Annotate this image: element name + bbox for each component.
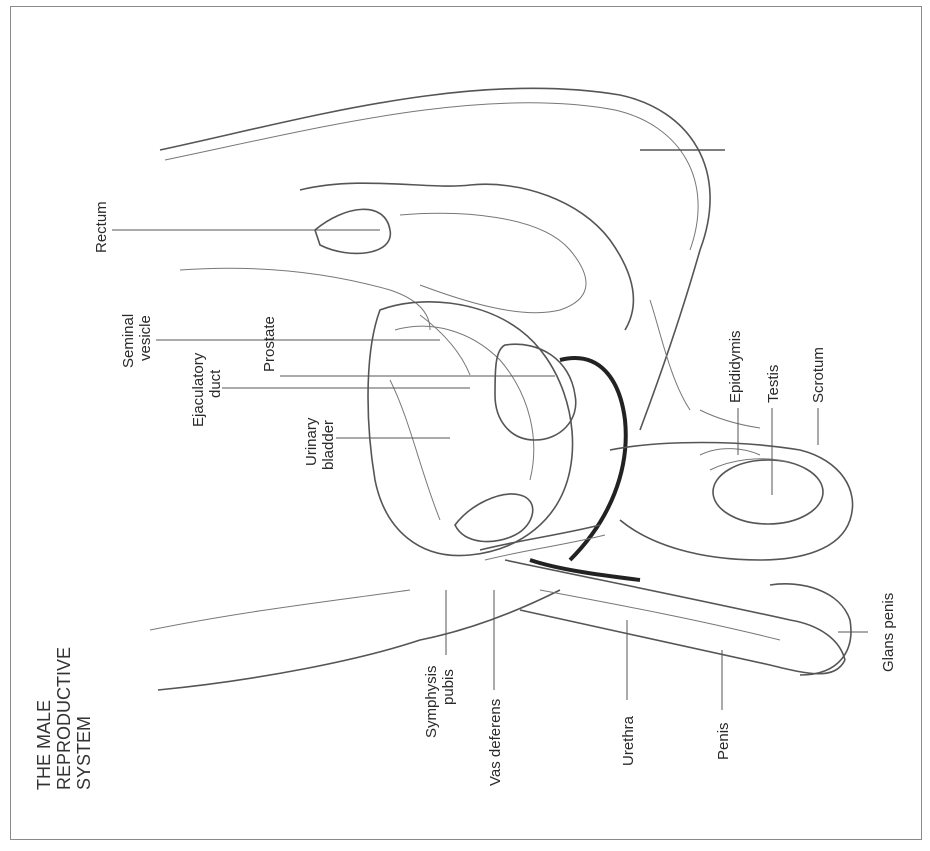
- label-urethra: Urethra: [620, 715, 637, 766]
- title-line-3: SYSTEM: [74, 716, 94, 790]
- labels: Rectum Seminal vesicle Ejaculatory duct …: [93, 201, 897, 786]
- label-prostate: Prostate: [261, 316, 278, 372]
- label-vas-deferens: Vas deferens: [487, 699, 504, 786]
- anatomy-drawing: [150, 88, 853, 690]
- label-rectum: Rectum: [93, 201, 110, 253]
- title-line-2: REPRODUCTIVE: [54, 647, 74, 790]
- label-seminal-vesicle-line2: vesicle: [137, 315, 154, 361]
- title-line-1: THE MALE: [34, 700, 54, 790]
- label-symphysis-pubis-line1: Symphysis: [423, 665, 440, 738]
- title-block: THE MALE REPRODUCTIVE SYSTEM: [34, 647, 94, 790]
- label-epididymis: Epididymis: [727, 330, 744, 403]
- label-penis: Penis: [715, 722, 732, 760]
- label-urinary-bladder-line1: Urinary: [303, 417, 320, 466]
- leader-lines: [112, 230, 868, 710]
- label-symphysis-pubis-line2: pubis: [440, 669, 457, 705]
- label-ejaculatory-duct-line1: Ejaculatory: [190, 352, 207, 427]
- label-scrotum: Scrotum: [810, 347, 827, 403]
- label-glans-penis: Glans penis: [880, 593, 897, 672]
- label-seminal-vesicle-line1: Seminal: [120, 314, 137, 368]
- label-ejaculatory-duct-line2: duct: [207, 369, 224, 398]
- label-urinary-bladder-line2: bladder: [320, 420, 337, 470]
- label-testis: Testis: [765, 365, 782, 403]
